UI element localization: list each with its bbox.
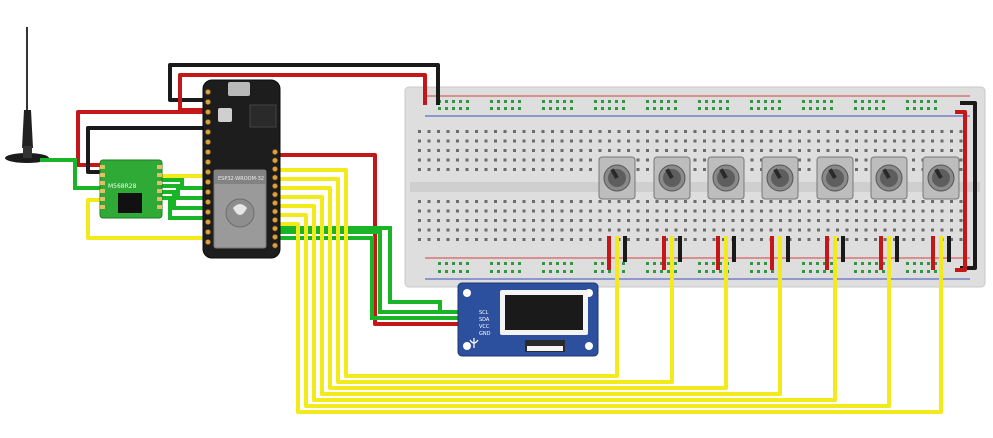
signal-wires [86,168,943,414]
potentiometer [653,156,691,270]
signal-wire [275,195,782,396]
potentiometer [707,156,745,270]
antenna [5,27,49,163]
potentiometer [598,156,636,270]
radio-pads [100,165,162,209]
signal-wire [275,222,943,414]
potentiometer [870,156,908,270]
signal-wire [275,204,837,402]
oled-pin-scl: SCL [479,310,489,316]
power-wires [76,63,977,326]
mcu-board-label: ESP32-WROOM-32 [218,176,264,182]
oled-display: SCL SDA VCC GND [457,282,599,357]
breadboard [404,86,986,288]
breadboard-rail-holes [438,100,937,273]
signal-wire [275,177,674,384]
mcu-pins [205,89,278,249]
grove-logo [469,338,479,348]
oled-pin-sda: SDA [479,317,490,323]
potentiometer [761,156,799,270]
mcu-board: ESP32-WROOM-32 [202,79,281,259]
oled-pin-gnd: GND [479,331,491,337]
radio-wires [40,158,205,220]
potentiometer [922,156,960,270]
signal-wire [275,168,619,378]
radio-module-label: M568R28 [108,183,137,190]
radio-module: M568R28 [99,159,163,219]
signal-wire [275,213,891,408]
potentiometer [816,156,854,270]
signal-wire [275,186,728,390]
potentiometers [598,156,960,270]
oled-pin-vcc: VCC [479,324,490,330]
